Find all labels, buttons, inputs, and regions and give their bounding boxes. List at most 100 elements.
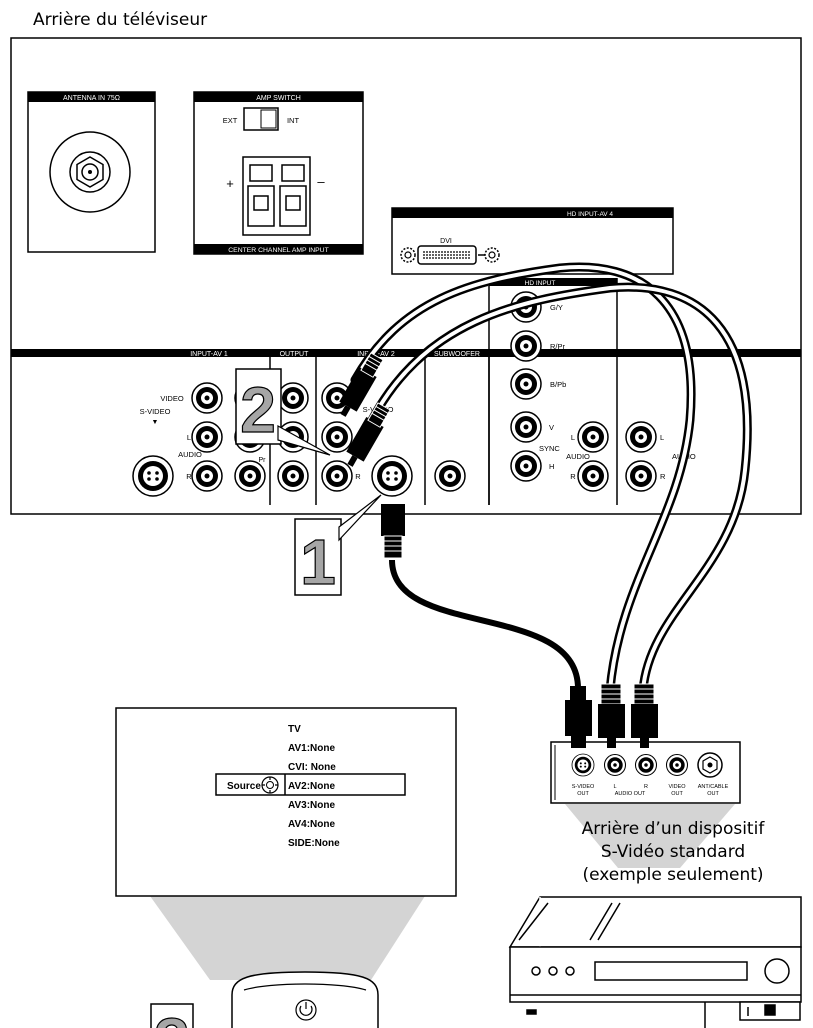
- int-label: INT: [287, 116, 300, 125]
- device-video-out-jack[interactable]: [665, 753, 689, 777]
- av1-audio-label: AUDIO: [178, 450, 202, 459]
- hd-l-label: L: [571, 433, 575, 442]
- remote-control: [231, 971, 379, 1028]
- av1-pr-label: Pr: [259, 457, 267, 464]
- amp-switch-label: AMP SWITCH: [256, 95, 301, 102]
- center-channel-label: CENTER CHANNEL AMP INPUT: [228, 247, 328, 254]
- hd-input-av4-label: HD INPUT-AV 4: [567, 211, 613, 218]
- device-audio-r-jack[interactable]: [634, 753, 658, 777]
- hd-rpr-jack[interactable]: [510, 330, 542, 362]
- audio-cables: [350, 262, 752, 695]
- output-label: OUTPUT: [280, 351, 310, 358]
- antenna-input: ANTENNA IN 75Ω: [27, 91, 156, 253]
- av1-svideo-label: S-VIDEO: [140, 407, 171, 416]
- vcr-device: [508, 896, 802, 1028]
- osd-item-2: CVI: None: [288, 762, 336, 773]
- osd-item-5: AV4:None: [288, 819, 335, 830]
- hd-sync-label: SYNC: [539, 444, 560, 453]
- av4-r-label: R: [660, 472, 666, 481]
- hd-rpr-label: R/Pr: [550, 342, 566, 351]
- av1-pr-jack[interactable]: [234, 460, 266, 492]
- av4-audio-r-jack[interactable]: [625, 460, 657, 492]
- device-caption-line-2: S-Vidéo standard: [601, 842, 745, 862]
- device-r-label: R: [644, 784, 648, 790]
- av4-l-label: L: [660, 433, 664, 442]
- device-ant-cable-label-2: OUT: [707, 791, 719, 797]
- av1-l-label: L: [187, 433, 191, 442]
- dvi-screw-right-icon: [484, 247, 500, 263]
- tv-screen: [115, 707, 457, 980]
- osd-item-4: AV3:None: [288, 800, 335, 811]
- device-caption-line-1: Arrière d’un dispositif: [582, 819, 766, 839]
- hd-bpb-jack[interactable]: [510, 368, 542, 400]
- hd-h-jack[interactable]: [510, 450, 542, 482]
- step-2-marker: 2: [235, 368, 331, 456]
- device-video-out-label-2: OUT: [671, 791, 683, 797]
- hd-input-partial-label: HD INPUT: [525, 280, 556, 287]
- hd-audio-label: AUDIO: [566, 452, 590, 461]
- av2-audio-r-jack[interactable]: [321, 460, 353, 492]
- step-1-marker: 1: [294, 494, 382, 599]
- step-2-number: 2: [240, 374, 276, 446]
- device-caption-line-3: (exemple seulement): [582, 865, 763, 885]
- hd-v-jack[interactable]: [510, 411, 542, 443]
- power-button-icon[interactable]: [295, 999, 317, 1021]
- page-title: Arrière du téléviseur: [33, 10, 207, 30]
- device-audio-l-jack[interactable]: [603, 753, 627, 777]
- av2-svideo-jack[interactable]: [371, 455, 413, 497]
- device-ant-cable-label-1: ANT/CABLE: [698, 784, 729, 790]
- av1-r-label: R: [186, 472, 192, 481]
- device-beam: [565, 804, 735, 868]
- svideo-plug-tv: [381, 504, 405, 559]
- av1-audio-r-jack[interactable]: [191, 460, 223, 492]
- output-video-jack[interactable]: [277, 382, 309, 414]
- hd-r-label: R: [570, 472, 576, 481]
- source-label: Source: [227, 781, 261, 792]
- device-plugs: [565, 683, 658, 748]
- output-audio-r-jack[interactable]: [277, 460, 309, 492]
- audio-plug-left: [339, 352, 384, 417]
- av1-svideo-arrow: ▼: [152, 419, 159, 426]
- device-back-panel: S-VIDEO OUT L R AUDIO OUT VIDEO OUT ANT/…: [550, 741, 741, 868]
- tv-back-panel: ANTENNA IN 75Ω AMP SWITCH EXT INT + –: [10, 37, 802, 515]
- step-1-number: 1: [300, 526, 336, 598]
- av1-video-jack[interactable]: [191, 382, 223, 414]
- device-ant-cable-out-jack[interactable]: [697, 752, 723, 778]
- subwoofer-label: SUBWOOFER: [434, 351, 480, 358]
- step-3-number: 3: [154, 1005, 190, 1028]
- osd-item-3[interactable]: AV2:None: [288, 781, 335, 792]
- ext-label: EXT: [223, 116, 238, 125]
- vcr-tape-slot: [594, 961, 748, 981]
- vcr-knob: [764, 958, 790, 984]
- hd-v-label: V: [549, 423, 554, 432]
- antenna-label: ANTENNA IN 75Ω: [63, 95, 120, 102]
- hd-audio-l-jack[interactable]: [577, 421, 609, 453]
- av4-audio-l-jack[interactable]: [625, 421, 657, 453]
- hd-h-label: H: [549, 462, 554, 471]
- dvi-label: DVI: [440, 238, 452, 245]
- svideo-cable: [389, 559, 582, 691]
- audio-plug-right: [346, 402, 391, 467]
- osd-item-0: TV: [288, 724, 301, 735]
- device-svideo-out-label-2: OUT: [577, 791, 589, 797]
- av2-audio-l-jack[interactable]: [321, 421, 353, 453]
- hd-gy-label: G/Y: [550, 303, 563, 312]
- av1-video-label: VIDEO: [160, 394, 184, 403]
- minus-sign: –: [317, 174, 325, 189]
- av1-audio-l-jack[interactable]: [191, 421, 223, 453]
- av2-r-label: R: [355, 472, 361, 481]
- amp-switch-panel: AMP SWITCH EXT INT + – CENTER CHANNEL AM…: [193, 91, 364, 255]
- device-svideo-out-label-1: S-VIDEO: [572, 784, 595, 790]
- step-3-marker: 3: [150, 1003, 194, 1028]
- source-menu: Source TV AV1:None CVI: None AV2:None AV…: [215, 724, 406, 849]
- device-svideo-out-jack[interactable]: [571, 753, 595, 777]
- subwoofer-jack[interactable]: [434, 460, 466, 492]
- dvi-screw-left-icon: [400, 247, 416, 263]
- osd-item-6: SIDE:None: [288, 838, 340, 849]
- hd-input-av4-panel: HD INPUT-AV 4 DVI: [391, 207, 674, 275]
- center-channel-terminals[interactable]: [242, 156, 311, 236]
- av1-svideo-jack[interactable]: [132, 455, 174, 497]
- input-av1-label: INPUT-AV 1: [190, 351, 228, 358]
- device-l-label: L: [613, 784, 616, 790]
- hd-audio-r-jack[interactable]: [577, 460, 609, 492]
